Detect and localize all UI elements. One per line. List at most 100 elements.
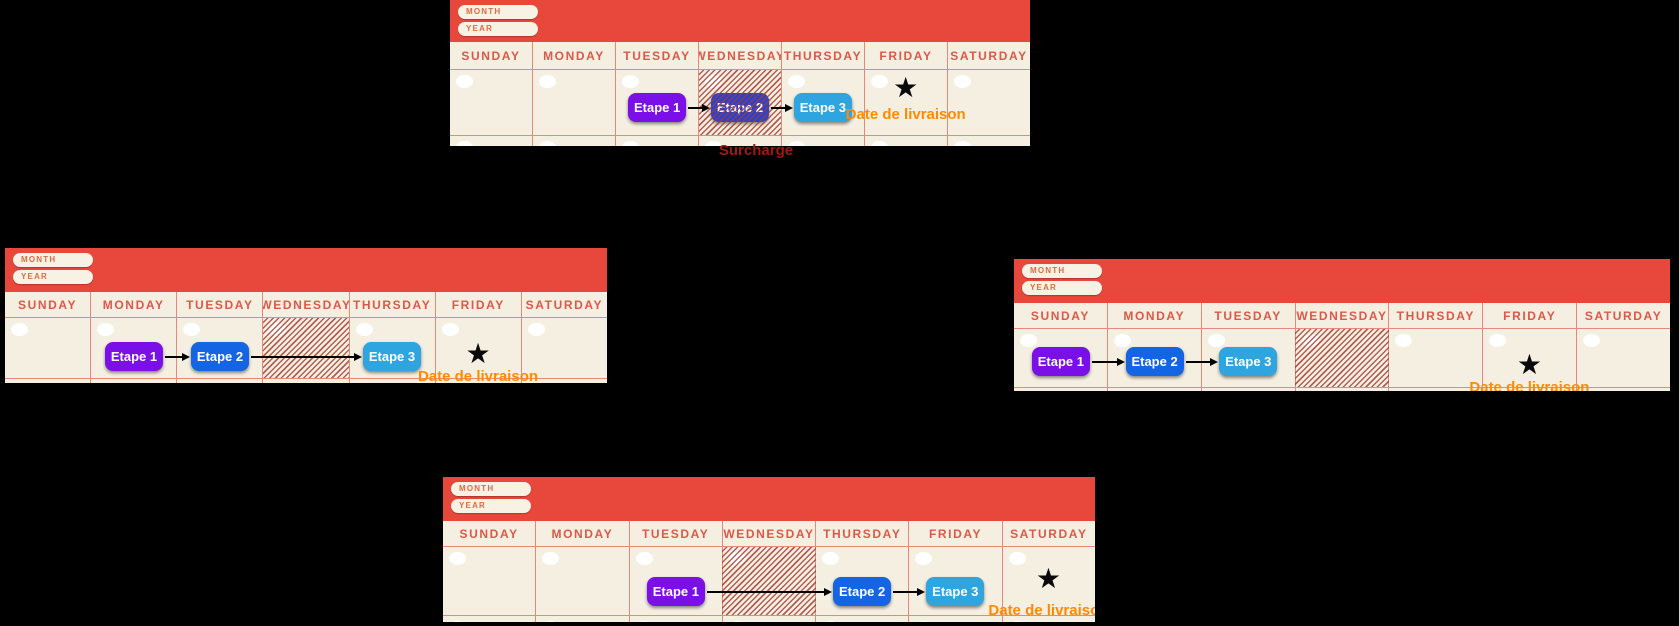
weekday-header-cell: THURSDAY [1389, 303, 1484, 328]
day-cell [1483, 388, 1578, 391]
day-cell [436, 379, 522, 383]
day-cell [1014, 329, 1108, 387]
weekday-header-cell: WEDNESDAY [263, 292, 350, 317]
date-hole [622, 141, 639, 146]
date-hole [441, 323, 459, 336]
task-etape-3[interactable]: Etape 3 [363, 342, 421, 371]
task-etape-1[interactable]: Etape 1 [105, 342, 163, 371]
delivery-star-marker[interactable]: ★ [465, 338, 491, 369]
day-cell [522, 318, 607, 378]
year-field[interactable]: YEAR [451, 499, 531, 513]
month-field[interactable]: MONTH [1022, 264, 1102, 278]
weekday-label: SUNDAY [461, 48, 521, 63]
date-hole [705, 75, 722, 88]
day-cell [533, 70, 616, 135]
task-etape-2[interactable]: Etape 2 [191, 342, 249, 371]
day-cell [443, 547, 537, 615]
date-hole [527, 323, 545, 336]
task-etape-3[interactable]: Etape 3 [926, 577, 985, 606]
delivery-star-marker[interactable]: ★ [893, 72, 919, 103]
year-field[interactable]: YEAR [1022, 281, 1102, 295]
date-hole [1020, 334, 1037, 347]
calendar-header: MONTH YEAR [450, 0, 1030, 42]
day-cell [1577, 388, 1670, 391]
year-field[interactable]: YEAR [458, 22, 538, 36]
date-hole [355, 323, 373, 336]
calendar-header: MONTH YEAR [443, 477, 1095, 521]
task-etape-3[interactable]: Etape 3 [793, 93, 852, 122]
date-hole [788, 141, 805, 146]
weekday-label: FRIDAY [879, 48, 933, 63]
month-field-label: MONTH [459, 484, 495, 493]
day-cell [5, 318, 92, 378]
day-cell [723, 616, 817, 622]
overload-label: Surcharge [718, 142, 794, 159]
weekday-header-cell: SATURDAY [1003, 521, 1095, 546]
weekday-label: TUESDAY [1214, 308, 1282, 323]
day-cell [177, 318, 264, 378]
day-cell [350, 318, 436, 378]
month-field[interactable]: MONTH [13, 253, 93, 267]
day-cell [1108, 388, 1202, 391]
calendar-header: MONTH YEAR [1014, 259, 1670, 303]
day-cell [443, 616, 537, 622]
date-hole [269, 323, 287, 336]
date-hole [871, 141, 888, 146]
date-hole [954, 141, 971, 146]
date-hole [1301, 334, 1319, 347]
date-hole [1008, 621, 1026, 622]
delivery-star-marker[interactable]: ★ [1035, 563, 1061, 594]
weekday-label: FRIDAY [1503, 308, 1557, 323]
day-cell [630, 547, 723, 615]
week-row [443, 547, 1095, 615]
weekday-label: SUNDAY [459, 526, 519, 541]
task-etape-1[interactable]: Etape 1 [1031, 347, 1090, 376]
task-etape-1[interactable]: Etape 1 [646, 577, 705, 606]
task-etape-3[interactable]: Etape 3 [1219, 347, 1278, 376]
weekday-header-cell: WEDNESDAY [723, 521, 817, 546]
day-cell [536, 547, 630, 615]
delivery-star-marker[interactable]: ★ [1516, 349, 1542, 380]
day-cell [177, 379, 264, 383]
day-cell [616, 136, 699, 146]
weekday-header-cell: SATURDAY [948, 42, 1030, 69]
weekday-label: SATURDAY [525, 297, 604, 312]
day-cell [616, 70, 699, 135]
month-field-label: MONTH [21, 255, 57, 264]
weekday-header-cell: THURSDAY [782, 42, 865, 69]
weekday-header-cell: SATURDAY [522, 292, 607, 317]
task-etape-2[interactable]: Etape 2 [833, 577, 892, 606]
date-hole [728, 621, 746, 622]
day-cell [948, 136, 1030, 146]
weekday-header-cell: SUNDAY [450, 42, 533, 69]
date-hole [1489, 334, 1507, 347]
year-field[interactable]: YEAR [13, 270, 93, 284]
month-field-label: MONTH [466, 7, 502, 16]
task-etape-1[interactable]: Etape 1 [628, 93, 687, 122]
day-cell [816, 547, 910, 615]
day-cell [436, 318, 522, 378]
weekday-header-cell: WEDNESDAY [1296, 303, 1390, 328]
weekday-header-cell: FRIDAY [909, 521, 1003, 546]
weekday-label: MONDAY [102, 297, 165, 312]
day-cell [263, 379, 350, 383]
day-cell [533, 136, 616, 146]
weekday-label: MONDAY [543, 48, 605, 63]
weekday-label: THURSDAY [1396, 308, 1476, 323]
task-etape-2[interactable]: Etape 2 [711, 93, 769, 122]
weekday-label: SUNDAY [17, 297, 78, 312]
date-hole [539, 75, 556, 88]
weekday-label: FRIDAY [451, 297, 505, 312]
weekday-label: SATURDAY [950, 48, 1028, 63]
week-row [1014, 329, 1670, 387]
date-hole [1395, 334, 1413, 347]
task-etape-2[interactable]: Etape 2 [1125, 347, 1184, 376]
month-field[interactable]: MONTH [458, 5, 538, 19]
month-field[interactable]: MONTH [451, 482, 531, 496]
day-cell [1108, 329, 1202, 387]
